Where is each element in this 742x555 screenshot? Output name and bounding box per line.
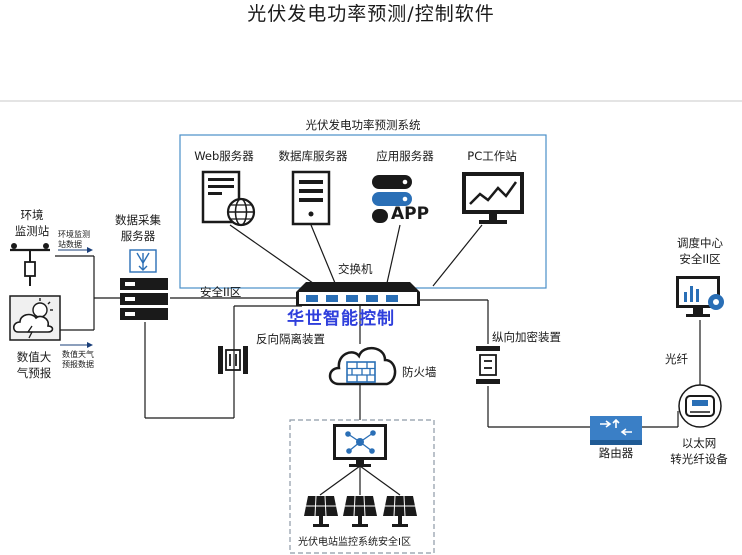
encryption-device-icon [476,346,500,384]
pc-workstation-icon [462,172,524,224]
web-server-label: Web服务器 [194,149,254,163]
app-server-icon [372,175,412,223]
env-station-icon [10,243,50,286]
firewall-icon [328,347,397,386]
page-title: 光伏发电功率预测/控制软件 [247,3,495,25]
link-hub-panel3 [359,465,401,496]
watermark: 华世智能控制 [287,309,395,329]
reverse-isolation-icon [218,346,248,374]
zone2-label: 安全II区 [200,285,242,299]
solar-panel-2-icon [343,495,377,527]
system-box-label: 光伏发电功率预测系统 [305,118,421,132]
data-collection-server-icon [120,278,168,320]
reverse-isolation-label: 反向隔离装置 [256,332,325,346]
app-server-label: 应用服务器 [376,149,434,163]
solar-panel-3-icon [383,495,417,527]
firewall-label: 防火墙 [402,365,437,379]
pc-workstation-label: PC工作站 [467,149,517,163]
db-server-label: 数据库服务器 [278,149,348,163]
switch-label: 交换机 [338,262,373,276]
data-collection-server-label: 数据采集 服务器 [115,213,161,243]
app-icon-text: APP [391,204,430,224]
router-label: 路由器 [598,446,634,460]
web-server-icon [201,170,256,227]
link-db-switch [310,224,336,284]
connection-lines [55,224,701,496]
monitoring-hub-icon [333,424,387,467]
weather-forecast-icon [9,295,61,341]
router-icon [590,416,642,445]
monitoring-zone-label: 光伏电站监控系统安全I区 [298,537,411,548]
fiber-converter-icon [678,384,722,428]
weather-data-note: 数值天气 预报数据 [62,350,94,369]
link-app-switch [386,224,401,284]
optical-fiber-label: 光纤 [665,352,688,366]
weather-forecast-label: 数值大 气预报 [16,350,52,380]
link-pc-switch [432,224,483,287]
db-server-icon [291,170,331,226]
env-data-note: 环境监测 站数据 [58,230,90,249]
dispatch-center-label: 调度中心 安全II区 [677,236,723,266]
link-hub-panel1 [319,465,361,496]
link-web-switch [229,224,321,289]
solar-panel-1-icon [304,495,338,527]
env-station-label: 环境 监测站 [14,208,50,238]
ethernet-converter-label: 以太网 转光纤设备 [670,436,728,466]
vertical-encryption-label: 纵向加密装置 [492,330,561,344]
monitoring-zone-box [289,419,435,554]
switch-icon [296,282,420,306]
funnel-icon [129,249,157,273]
dispatch-monitor-icon [676,276,724,317]
